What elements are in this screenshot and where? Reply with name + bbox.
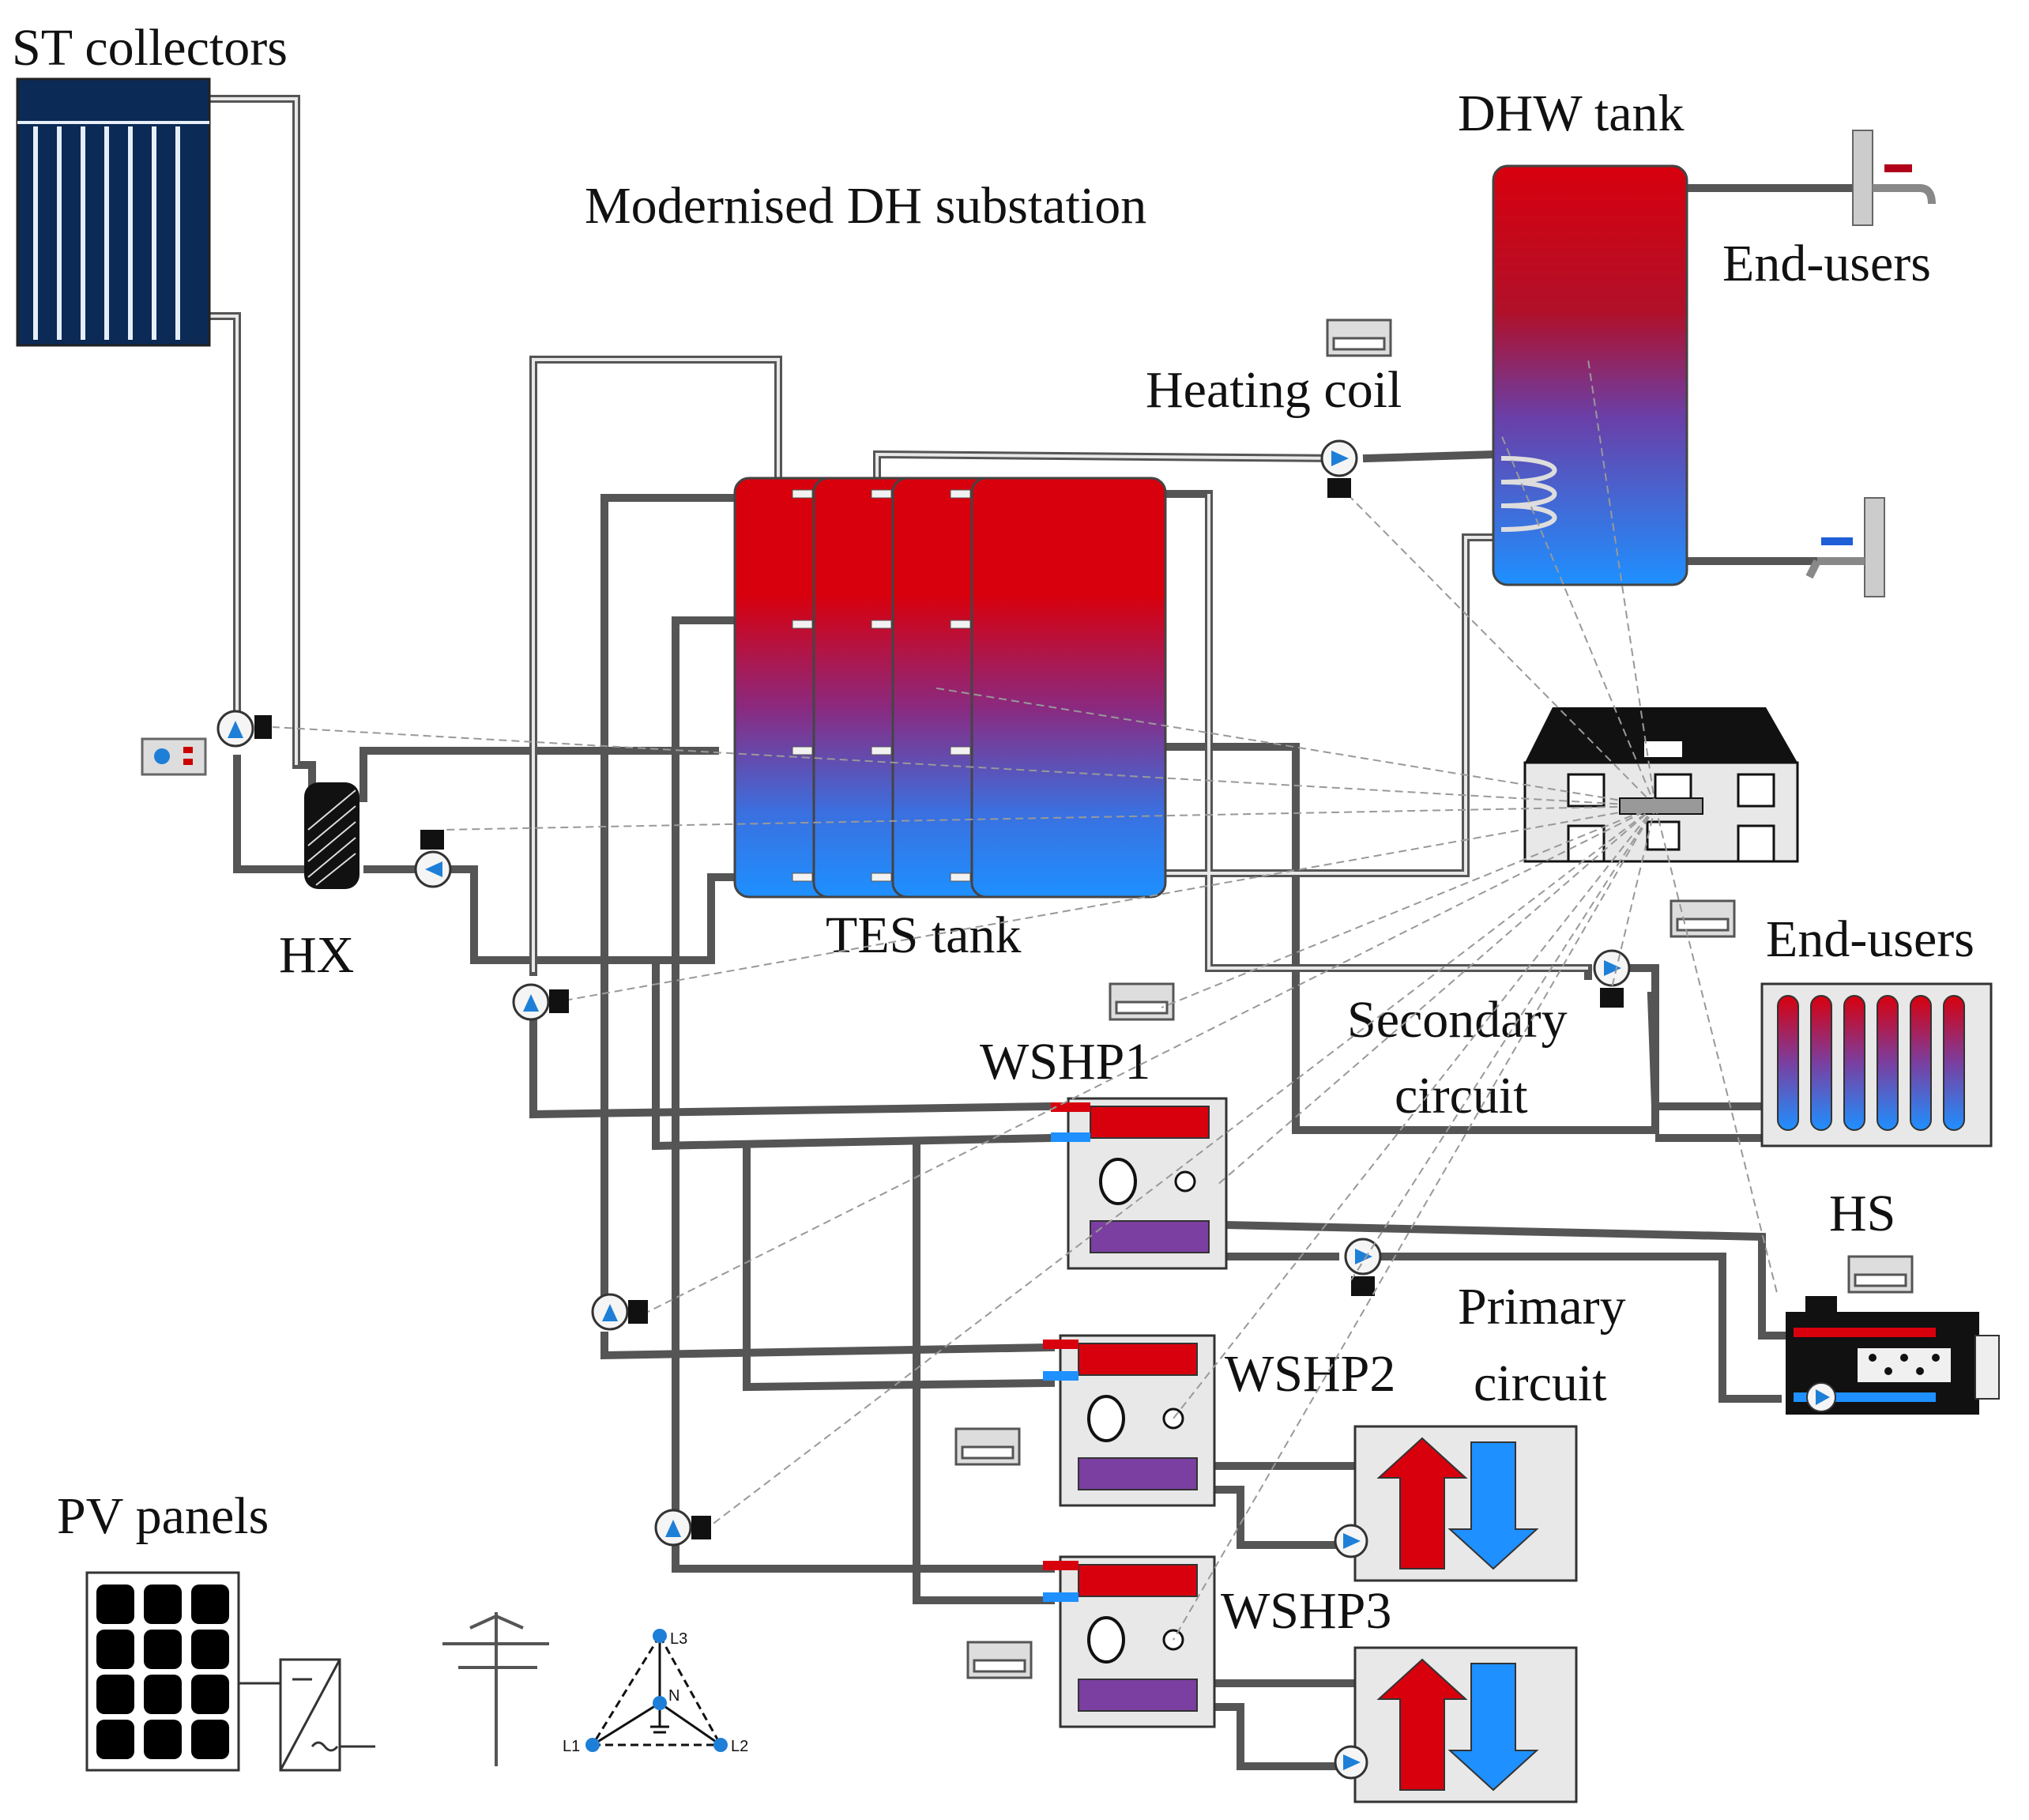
hot-tap-icon	[1852, 130, 1936, 226]
grid-l1-label: L1	[563, 1738, 580, 1755]
hx-label: HX	[279, 926, 354, 984]
secondary-circuit-label-2: circuit	[1395, 1067, 1528, 1125]
st-collectors-label: ST collectors	[12, 19, 288, 77]
primary-circuit-label-2: circuit	[1474, 1355, 1607, 1412]
pump-icon	[654, 1509, 711, 1547]
pump-icon	[414, 830, 452, 888]
solar-controller-icon	[141, 737, 207, 776]
cold-tap-icon	[1805, 497, 1885, 597]
pipe-highlight	[209, 97, 1588, 972]
building-icon	[1523, 707, 1799, 863]
pump-icon	[1593, 949, 1631, 1008]
wshp3-unit	[1043, 1555, 1216, 1728]
grid-n-label: N	[668, 1687, 679, 1705]
wshp1-unit	[1051, 1097, 1228, 1270]
pv-panels-label: PV panels	[57, 1487, 269, 1545]
wshp3-label: WSHP3	[1221, 1582, 1391, 1640]
load-box-2	[1353, 1425, 1578, 1582]
tes-tank-label: TES tank	[826, 906, 1021, 964]
pump-icon	[512, 983, 569, 1021]
power-pylon-icon	[442, 1612, 549, 1766]
pump-icons	[216, 439, 1631, 1780]
load-box-3	[1353, 1646, 1578, 1803]
wshp1-label: WSHP1	[980, 1033, 1150, 1091]
pump-icon	[1334, 1524, 1368, 1558]
controller-icon	[1109, 982, 1175, 1021]
control-signal-lines	[272, 359, 1779, 1641]
st-collector-panel	[16, 77, 211, 347]
pv-panel-icon	[85, 1571, 240, 1772]
heat-exchanger-icon	[304, 782, 359, 889]
heating-arrow-icon	[1376, 1658, 1468, 1791]
modernised-dh-label: Modernised DH substation	[585, 177, 1146, 235]
heat-source-icon	[1786, 1296, 2000, 1415]
end-users-mid-label: End-users	[1766, 910, 1974, 968]
controller-icon	[1847, 1255, 1914, 1294]
hs-label: HS	[1829, 1185, 1895, 1242]
controller-icon	[966, 1641, 1033, 1679]
controller-icon	[954, 1427, 1021, 1466]
pump-icon	[591, 1293, 648, 1331]
cooling-arrow-icon	[1447, 1441, 1539, 1570]
pump-icon	[1320, 439, 1358, 498]
pump-icon	[1334, 1745, 1368, 1780]
cooling-arrow-icon	[1447, 1663, 1539, 1792]
controller-icon	[1326, 318, 1392, 357]
controller-icons	[954, 318, 1914, 1679]
primary-circuit-label-1: Primary	[1458, 1278, 1626, 1336]
inverter-icon	[239, 1658, 375, 1772]
grid-l3-label: L3	[670, 1630, 687, 1648]
tes-tank	[733, 477, 1167, 899]
heating-coil-icon	[1500, 456, 1557, 532]
dhw-tank-label: DHW tank	[1458, 85, 1685, 142]
heating-coil-label: Heating coil	[1146, 361, 1402, 419]
end-users-top-label: End-users	[1722, 235, 1931, 292]
grid-l2-label: L2	[731, 1738, 748, 1755]
controller-icon	[1670, 899, 1736, 938]
pump-icon	[1344, 1238, 1382, 1296]
radiator-icon	[1760, 982, 1993, 1147]
three-phase-grid-icon	[585, 1629, 728, 1752]
pump-icon	[216, 710, 272, 748]
secondary-circuit-label-1: Secondary	[1347, 991, 1568, 1049]
heating-arrow-icon	[1376, 1437, 1468, 1569]
wshp2-unit	[1043, 1334, 1216, 1507]
wshp2-label: WSHP2	[1225, 1345, 1395, 1403]
